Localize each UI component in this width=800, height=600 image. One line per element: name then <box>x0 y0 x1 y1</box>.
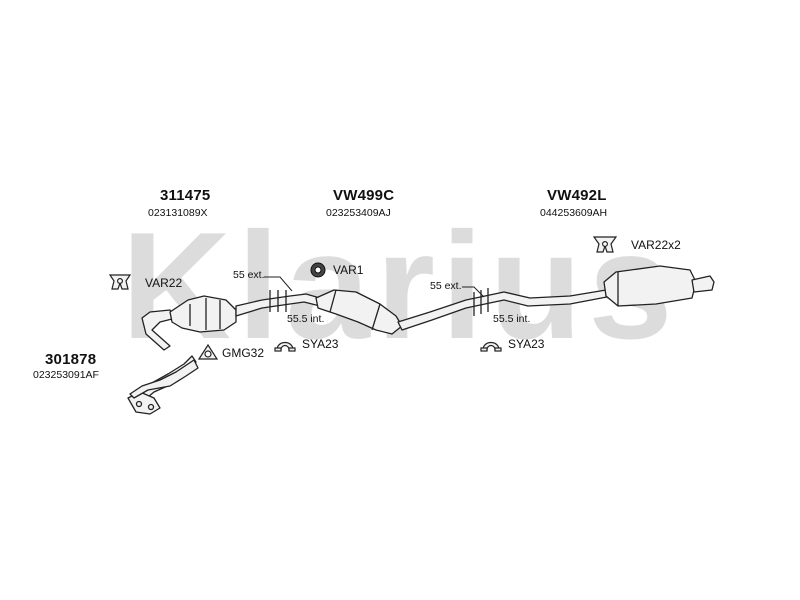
oem-number-vw492l: 044253609AH <box>540 207 608 219</box>
fitting-label-var22x2: VAR22x2 <box>631 238 681 252</box>
fitting-label-sya23-front: SYA23 <box>302 337 339 351</box>
dimension-leader-front-ext <box>264 276 293 292</box>
dimension-rear-int: 55.5 int. <box>493 313 531 325</box>
oem-number-301878: 023253091AF <box>33 369 99 381</box>
downpipe-upper <box>141 309 177 351</box>
fitting-label-var1: VAR1 <box>333 263 364 277</box>
fitting-label-sya23-rear: SYA23 <box>508 337 545 351</box>
front-pipe-assembly <box>129 359 199 399</box>
oem-number-311475: 023131089X <box>148 207 208 219</box>
front-clamp <box>269 290 287 312</box>
tail-pipe <box>691 275 715 293</box>
catalytic-converter <box>169 295 237 333</box>
fitting-label-var22: VAR22 <box>145 276 183 290</box>
rubber-ring-icon <box>310 262 326 278</box>
part-number-311475: 311475 <box>160 187 211 204</box>
rubber-hanger-icon-pair <box>592 236 618 253</box>
dimension-rear-ext: 55 ext. <box>430 280 462 292</box>
clamp-icon-front <box>274 341 296 352</box>
dimension-leader-rear-ext <box>462 286 485 298</box>
fitting-label-gmg32: GMG32 <box>222 346 265 360</box>
oem-number-vw499c: 023253409AJ <box>326 207 391 219</box>
part-number-vw492l: VW492L <box>547 187 607 204</box>
watermark-text: Klarius <box>121 201 678 371</box>
part-number-vw499c: VW499C <box>333 187 395 204</box>
rubber-hanger-icon <box>108 274 132 290</box>
dimension-front-int: 55.5 int. <box>287 313 325 325</box>
centre-silencer <box>315 289 403 335</box>
dimension-front-ext: 55 ext. <box>233 269 265 281</box>
clamp-icon-rear <box>480 341 502 352</box>
gasket-icon <box>197 343 219 360</box>
part-number-301878: 301878 <box>45 351 97 368</box>
